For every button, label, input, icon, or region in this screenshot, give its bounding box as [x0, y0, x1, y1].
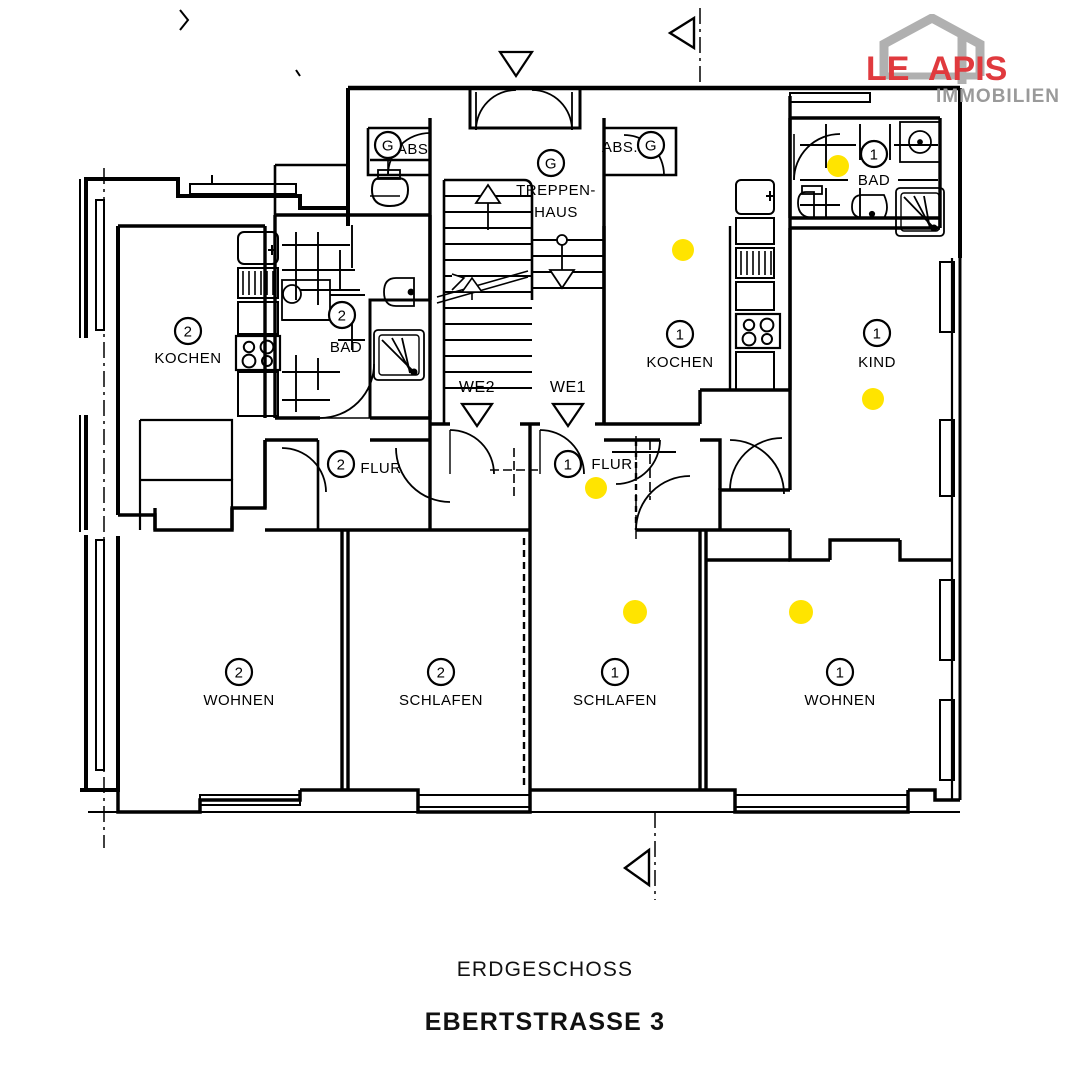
unit-badge-treppenhaus: G: [536, 148, 566, 178]
room-label-bad-left: BAD: [330, 339, 362, 356]
unit-badge-abstellraum-right: G: [636, 130, 666, 160]
room-flur-left: 2 FLUR: [326, 449, 401, 479]
room-label-wohnen-right: WOHNEN: [804, 692, 875, 709]
entrance-label-we2-entrance: WE2: [459, 379, 495, 396]
room-flur-right: 1 FLUR: [553, 449, 632, 479]
unit-badge-text: 2: [337, 457, 346, 474]
unit-badge-text: 2: [338, 308, 347, 325]
interior-walls: [118, 88, 952, 790]
unit-badge-kind-right: 1: [862, 318, 892, 348]
room-label-flur-left: FLUR: [360, 460, 401, 477]
logo-brand-le: LE: [866, 50, 910, 88]
room-label-kind-right: KIND: [858, 354, 896, 371]
unit-badge-bad-right: 1: [859, 139, 889, 169]
unit-badge-text: 2: [437, 665, 446, 682]
room-label-schlafen-right: SCHLAFEN: [573, 692, 657, 709]
unit-badge-text: G: [382, 138, 394, 155]
room-label-treppenhaus-l2: HAUS: [534, 204, 578, 221]
dot-wohnen-right: [789, 600, 813, 624]
room-label-schlafen-left: SCHLAFEN: [399, 692, 483, 709]
room-label-wohnen-left: WOHNEN: [203, 692, 274, 709]
unit-badge-wohnen-left: 2: [224, 657, 254, 687]
we2-entrance: WE2: [459, 379, 495, 428]
room-label-kochen-right: KOCHEN: [646, 354, 713, 371]
logo-house-icon: [879, 12, 985, 84]
fixtures-bad-right: [797, 121, 945, 237]
unit-badge-text: 2: [184, 324, 193, 341]
room-label-flur-right: FLUR: [591, 456, 632, 473]
highlight-dots-layer: [585, 155, 884, 624]
dot-bad-right: [827, 155, 849, 177]
section-arrow-bottom: [622, 847, 651, 888]
logo-tagline: IMMOBILIEN: [936, 86, 1060, 107]
staircase: [436, 178, 604, 424]
unit-badge-text: 1: [873, 326, 882, 343]
axis-crosses: [84, 177, 676, 500]
unit-badge-text: G: [545, 156, 557, 173]
fixtures-kochen-left: [234, 231, 282, 417]
axis-lines: [103, 8, 701, 900]
floor-caption: ERDGESCHOSS: [456, 958, 634, 981]
company-logo: LE APIS IMMOBILIEN: [854, 12, 1082, 110]
unit-badge-kochen-left: 2: [173, 316, 203, 346]
fixtures-kochen-right: [734, 179, 782, 391]
unit-badge-text: 1: [870, 147, 879, 164]
room-treppenhaus: G TREPPEN- HAUS: [516, 148, 596, 221]
we1-entrance: WE1: [550, 379, 586, 428]
door-swings: [281, 89, 841, 531]
room-label-abstellraum-left: ABS.: [397, 141, 433, 158]
room-abstellraum-right: G ABS.: [602, 130, 666, 160]
entrance-triangle-icon: [550, 402, 586, 428]
unit-badge-text: 1: [564, 457, 573, 474]
dot-schlafen-right: [623, 600, 647, 624]
unit-badge-text: G: [645, 138, 657, 155]
view-triangle-top: [497, 50, 535, 78]
unit-badge-schlafen-left: 2: [426, 657, 456, 687]
room-label-treppenhaus-l1: TREPPEN-: [516, 182, 596, 199]
dot-flur-right: [585, 477, 607, 499]
unit-badge-text: 1: [676, 327, 685, 344]
logo-brand-apis: APIS: [928, 50, 1008, 88]
room-label-abstellraum-right: ABS.: [602, 139, 638, 156]
unit-badge-abstellraum-left: G: [373, 130, 403, 160]
unit-badge-flur-left: 2: [326, 449, 356, 479]
scan-marks: [179, 9, 301, 183]
unit-badge-text: 1: [611, 665, 620, 682]
fixtures-bad-left: [281, 169, 425, 412]
unit-badge-text: 1: [836, 665, 845, 682]
unit-badge-text: 2: [235, 665, 244, 682]
unit-badge-flur-right: 1: [553, 449, 583, 479]
unit-badge-bad-left: 2: [327, 300, 357, 330]
address-caption: EBERTSTRASSE 3: [424, 1008, 666, 1036]
unit-badge-kochen-right: 1: [665, 319, 695, 349]
room-label-bad-right: BAD: [858, 172, 890, 189]
dot-kochen-right: [672, 239, 694, 261]
dot-kind: [862, 388, 884, 410]
unit-badge-schlafen-right: 1: [600, 657, 630, 687]
unit-badge-wohnen-right: 1: [825, 657, 855, 687]
entrance-triangle-icon: [459, 402, 495, 428]
entrance-markers-layer: WE2 WE1: [459, 379, 586, 428]
entrance-label-we1-entrance: WE1: [550, 379, 586, 396]
room-label-kochen-left: KOCHEN: [154, 350, 221, 367]
section-arrow-top: [667, 15, 696, 51]
